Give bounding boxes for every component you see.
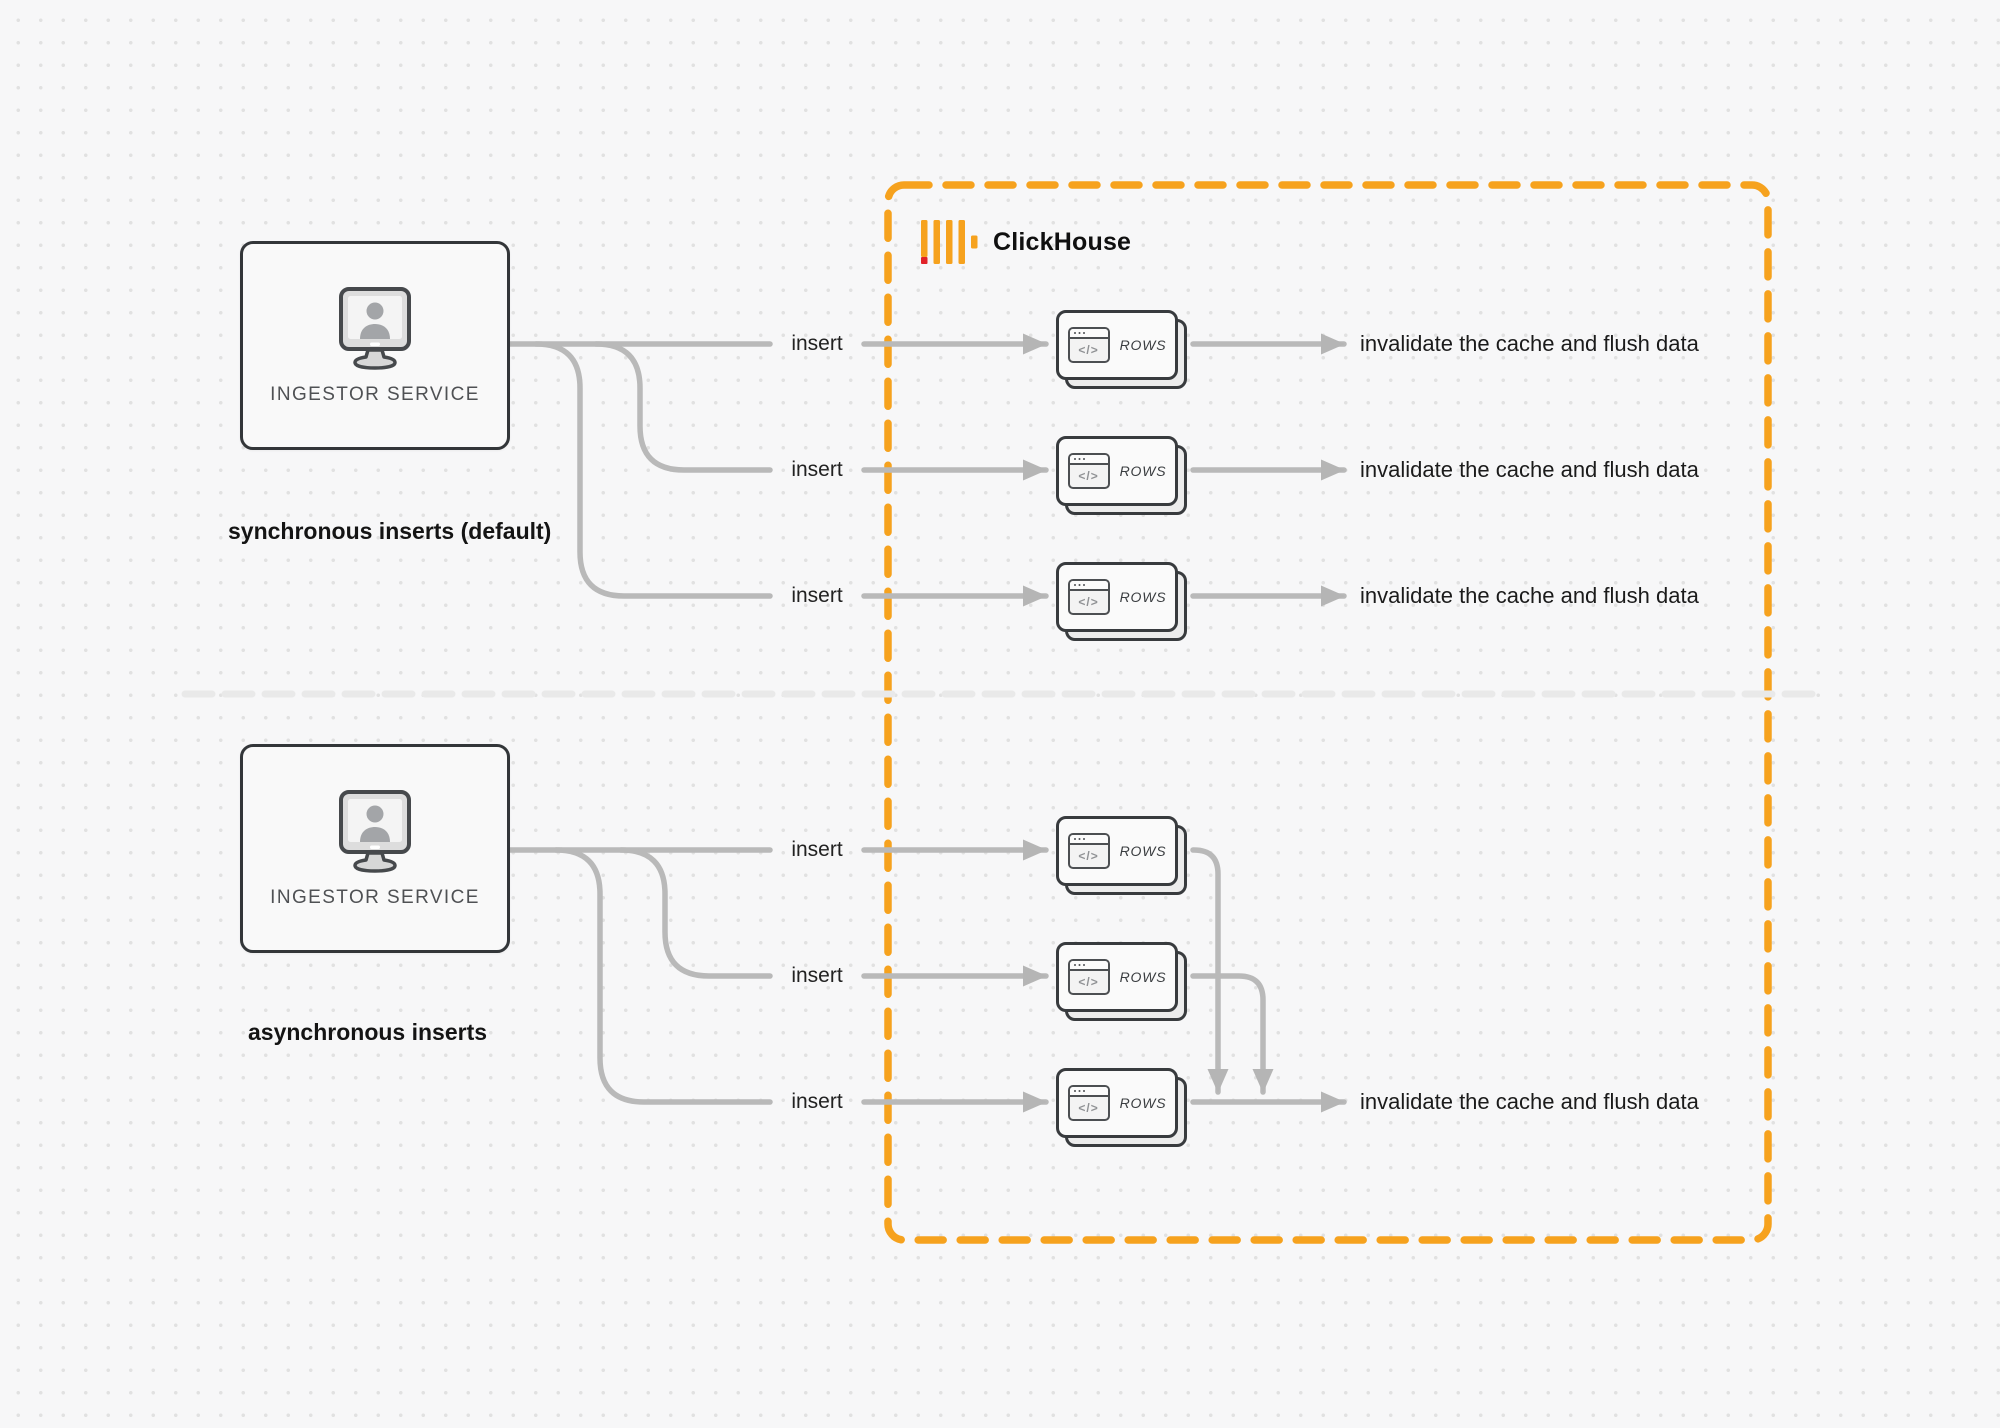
- code-window-icon: </>: [1067, 453, 1110, 489]
- connector-async-branch-2: [618, 847, 773, 979]
- code-window-icon: </>: [1067, 959, 1110, 995]
- rows-node-label: ROWS: [1119, 843, 1167, 859]
- connector-sync-branch-2: [593, 341, 773, 473]
- window-dots-icon: [1073, 1089, 1077, 1093]
- window-dots-icon: [1073, 963, 1077, 967]
- clickhouse-cluster-border: [884, 181, 1772, 1244]
- connector-async-branch-3: [553, 847, 773, 1105]
- code-window-icon: </>: [1067, 833, 1110, 869]
- edge-label-insert: insert: [791, 584, 843, 607]
- connector-async-merge-1: [1190, 847, 1229, 1095]
- rows-node-label: ROWS: [1119, 1095, 1167, 1111]
- connector-async-merge-2: [1190, 973, 1274, 1095]
- code-glyph: </>: [1078, 848, 1099, 863]
- rows-node: </> ROWS: [1056, 310, 1187, 389]
- rows-node-label: ROWS: [1119, 337, 1167, 353]
- edge-label-insert: insert: [791, 1090, 843, 1113]
- rows-node: </> ROWS: [1056, 562, 1187, 641]
- result-label: invalidate the cache and flush data: [1360, 331, 1699, 356]
- user-monitor-icon: [339, 789, 411, 873]
- result-label: invalidate the cache and flush data: [1360, 583, 1699, 608]
- edge-label-insert: insert: [791, 332, 843, 355]
- async-section-title: asynchronous inserts: [248, 1019, 488, 1045]
- code-window-icon: </>: [1067, 327, 1110, 363]
- ingestor-service-label: INGESTOR SERVICE: [270, 886, 480, 908]
- rows-node: </> ROWS: [1056, 942, 1187, 1021]
- rows-node: </> ROWS: [1056, 816, 1187, 895]
- window-dots-icon: [1073, 583, 1077, 587]
- result-label: invalidate the cache and flush data: [1360, 457, 1699, 482]
- ingestor-service-label: INGESTOR SERVICE: [270, 383, 480, 405]
- clickhouse-logo-icon: [921, 220, 978, 264]
- edge-label-insert: insert: [791, 458, 843, 481]
- rows-node: </> ROWS: [1056, 436, 1187, 515]
- sync-section-title: synchronous inserts (default): [228, 518, 552, 544]
- rows-node-label: ROWS: [1119, 463, 1167, 479]
- connector-sync-branch-3: [533, 341, 773, 599]
- ingestor-service-box-async: INGESTOR SERVICE: [240, 744, 510, 953]
- result-label: invalidate the cache and flush data: [1360, 1089, 1699, 1114]
- window-dots-icon: [1073, 331, 1077, 335]
- rows-node: </> ROWS: [1056, 1068, 1187, 1147]
- code-glyph: </>: [1078, 1100, 1099, 1115]
- code-glyph: </>: [1078, 594, 1099, 609]
- edge-label-insert: insert: [791, 964, 843, 987]
- code-window-icon: </>: [1067, 579, 1110, 615]
- rows-node-label: ROWS: [1119, 589, 1167, 605]
- code-glyph: </>: [1078, 974, 1099, 989]
- code-glyph: </>: [1078, 342, 1099, 357]
- clickhouse-title: ClickHouse: [993, 228, 1132, 256]
- ingestor-service-box-sync: INGESTOR SERVICE: [240, 241, 510, 450]
- edge-label-insert: insert: [791, 838, 843, 861]
- code-glyph: </>: [1078, 468, 1099, 483]
- window-dots-icon: [1073, 837, 1077, 841]
- code-window-icon: </>: [1067, 1085, 1110, 1121]
- window-dots-icon: [1073, 457, 1077, 461]
- user-monitor-icon: [339, 286, 411, 370]
- rows-node-label: ROWS: [1119, 969, 1167, 985]
